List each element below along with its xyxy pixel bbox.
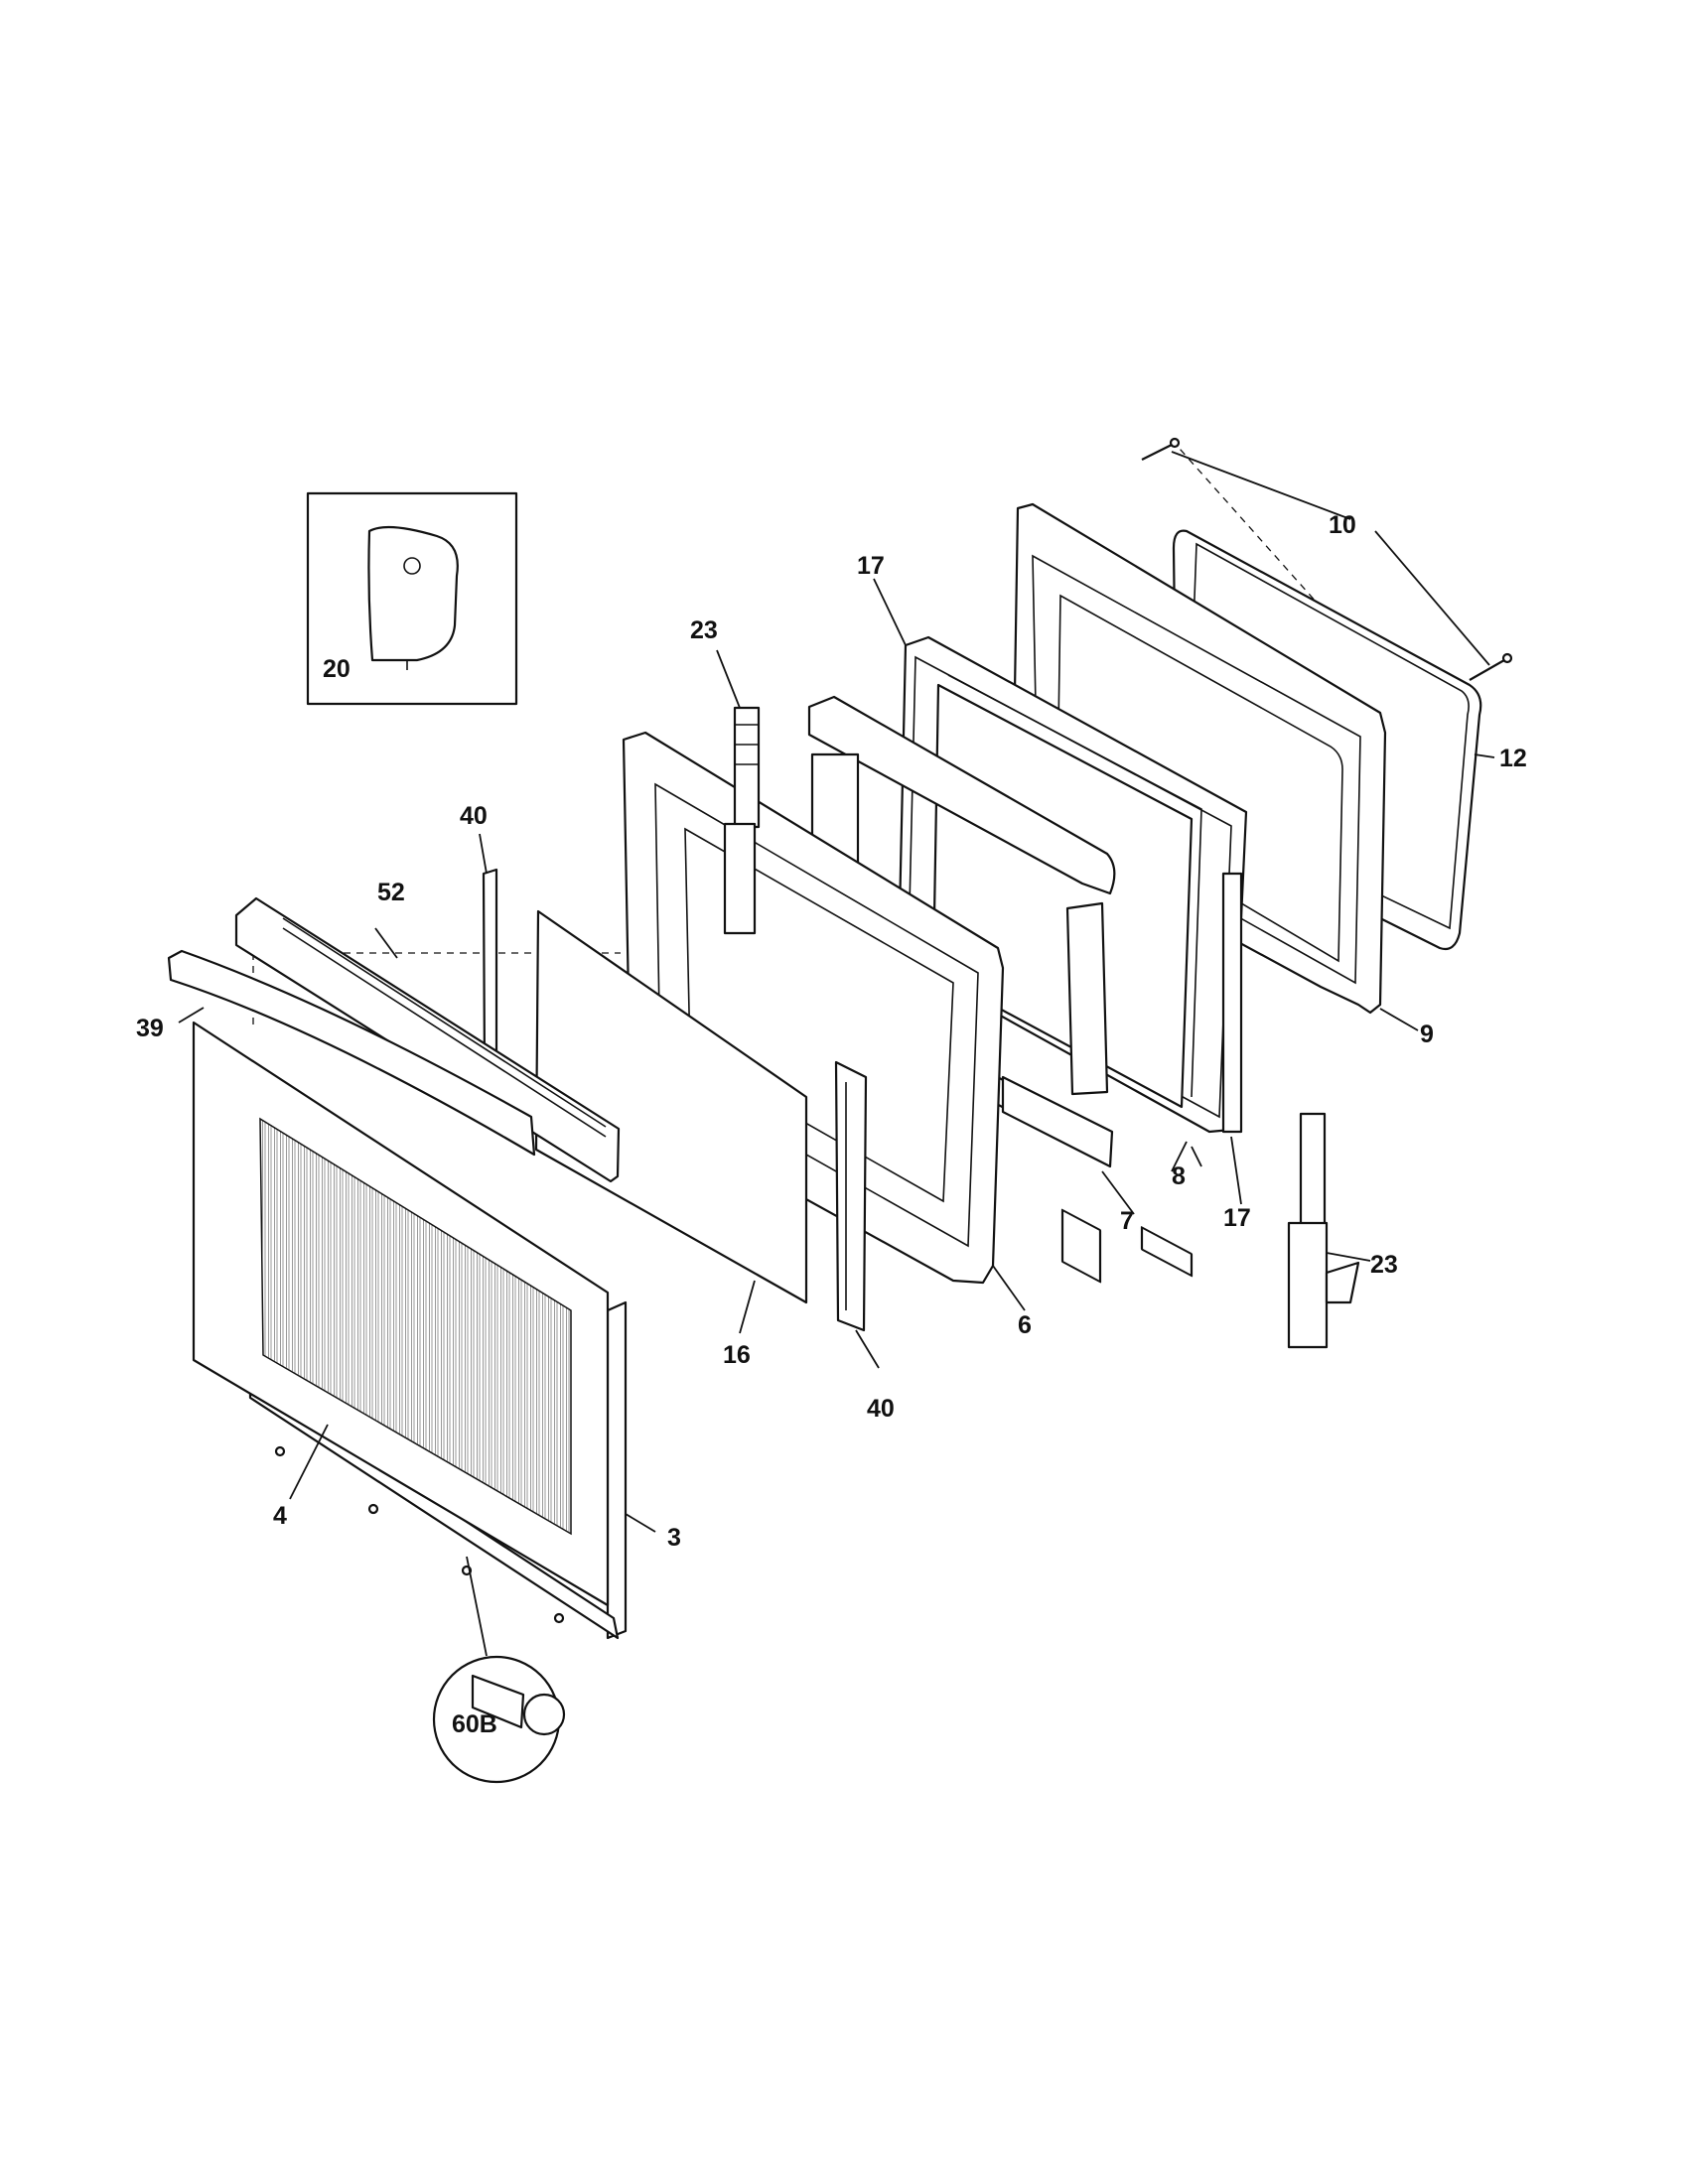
bracket-part-40-top bbox=[482, 868, 498, 1072]
callout-39: 39 bbox=[136, 1015, 164, 1042]
callout-40-top: 40 bbox=[460, 802, 488, 830]
inset-box-part-20 bbox=[306, 491, 518, 706]
callout-52: 52 bbox=[377, 879, 405, 906]
callout-23-top: 23 bbox=[690, 616, 718, 644]
control-trim-part-52 bbox=[234, 896, 621, 1183]
screw-icon bbox=[274, 1445, 286, 1457]
callout-7: 7 bbox=[1120, 1207, 1134, 1235]
door-bottom-screws bbox=[274, 1445, 565, 1624]
screw-icon bbox=[1469, 659, 1505, 681]
screw-detail-60b bbox=[432, 1556, 566, 1784]
screws-part-10 bbox=[1141, 437, 1513, 681]
callout-6: 6 bbox=[1018, 1311, 1032, 1339]
hinge-part-23-bottom bbox=[1287, 1112, 1360, 1349]
handle-part-39 bbox=[167, 949, 536, 1157]
callout-labels: 10 12 9 17 23 8 17 7 6 23 20 40 52 39 16… bbox=[136, 511, 1527, 1738]
hinge-part-23-top bbox=[723, 706, 761, 935]
callout-10: 10 bbox=[1329, 511, 1356, 539]
tag-icon bbox=[367, 525, 459, 662]
callout-40-bottom: 40 bbox=[867, 1395, 895, 1423]
callout-60b: 60B bbox=[452, 1710, 497, 1738]
bracket-part-40-bottom bbox=[834, 1060, 868, 1332]
callout-17-bottom: 17 bbox=[1223, 1204, 1251, 1232]
callout-16: 16 bbox=[723, 1341, 751, 1369]
hinge-icon bbox=[733, 706, 761, 829]
callout-17-top: 17 bbox=[857, 552, 885, 580]
glass-panel-part-16 bbox=[534, 909, 808, 1304]
callout-12: 12 bbox=[1499, 745, 1527, 772]
callout-8: 8 bbox=[1172, 1162, 1186, 1190]
callout-4: 4 bbox=[273, 1502, 287, 1530]
callout-3: 3 bbox=[667, 1524, 681, 1552]
screw-icon bbox=[471, 1674, 525, 1729]
screw-icon bbox=[553, 1612, 565, 1624]
outer-glass-part-4 bbox=[192, 1021, 610, 1607]
callout-9: 9 bbox=[1420, 1021, 1434, 1048]
callout-20: 20 bbox=[323, 655, 351, 683]
hinge-icon bbox=[1299, 1112, 1327, 1230]
screw-icon bbox=[1141, 444, 1173, 461]
leader-lines bbox=[178, 451, 1495, 1533]
screw-icon bbox=[367, 1503, 379, 1515]
callout-23-bottom: 23 bbox=[1370, 1251, 1398, 1279]
